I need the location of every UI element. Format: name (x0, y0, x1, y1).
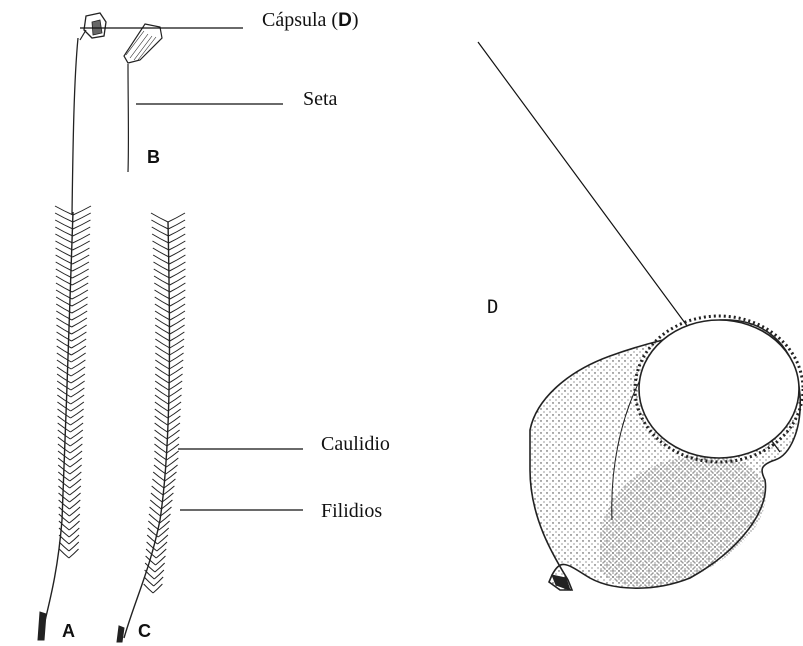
leaf-stroke (155, 367, 169, 376)
leaf-stroke (170, 283, 186, 292)
leaf-stroke (155, 416, 168, 425)
leaf-stroke (154, 451, 166, 460)
leaf-stroke (155, 409, 168, 418)
leaf-stroke (58, 437, 70, 446)
leaf-stroke (144, 577, 153, 586)
plant-a (38, 13, 106, 640)
leaf-stroke (55, 206, 73, 215)
leaf-stroke (151, 213, 168, 222)
plant-c-leaves (144, 213, 186, 593)
leaf-stroke (56, 276, 72, 285)
leaf-stroke (57, 402, 70, 411)
leaf-stroke (56, 283, 72, 292)
leaf-stroke (155, 395, 168, 404)
leaf-stroke (155, 346, 169, 355)
leaf-stroke (57, 353, 71, 362)
leaf-stroke (58, 423, 71, 432)
leaf-stroke (55, 213, 73, 222)
label-capsula-letter: D (338, 10, 352, 31)
leaf-stroke (57, 395, 70, 404)
leaf-stroke (170, 297, 185, 306)
leaf-stroke (155, 430, 168, 439)
leaf-stroke (57, 388, 71, 397)
leaf-stroke (170, 276, 186, 285)
label-caulidio: Caulidio (321, 434, 390, 454)
leaf-stroke (154, 458, 166, 467)
leaf-stroke (155, 388, 168, 397)
leaf-stroke (170, 269, 186, 278)
letter-d: D (487, 298, 498, 317)
leaf-stroke (149, 514, 160, 523)
leaf-stroke (170, 304, 185, 313)
leaf-stroke (170, 290, 185, 299)
leaf-stroke (154, 465, 166, 474)
leaf-stroke (169, 255, 185, 264)
leaf-stroke (168, 220, 185, 229)
letter-b: B (147, 148, 160, 166)
leaf-stroke (155, 402, 168, 411)
leaf-stroke (155, 381, 169, 390)
leaf-stroke (169, 262, 185, 271)
leaf-stroke (57, 346, 72, 355)
plant-c (117, 213, 185, 642)
leaf-stroke (155, 332, 170, 341)
leaf-stroke (57, 367, 71, 376)
leaf-stroke (58, 409, 71, 418)
leaf-stroke (168, 213, 185, 222)
leaf-stroke (169, 248, 185, 257)
leaf-stroke (55, 220, 73, 229)
leaf-stroke (153, 472, 165, 481)
leaf-stroke (152, 479, 164, 488)
leaf-stroke (144, 584, 153, 593)
leaf-stroke (155, 374, 169, 383)
leaf-stroke (168, 227, 185, 236)
leaf-stroke (57, 360, 71, 369)
leaf-stroke (155, 423, 168, 432)
leaf-stroke (56, 269, 72, 278)
leaf-stroke (57, 381, 71, 390)
leaf-stroke (155, 318, 170, 327)
leaf-stroke (155, 353, 169, 362)
leaf-stroke (155, 339, 169, 348)
capsule-detail (530, 316, 803, 590)
leaf-stroke (55, 241, 72, 250)
leaf-stroke (55, 234, 72, 243)
leaf-stroke (151, 493, 162, 502)
label-capsula-close: ) (352, 9, 359, 31)
leaf-stroke (169, 241, 185, 250)
leaf-stroke (154, 444, 166, 453)
label-capsula-text: Cápsula ( (262, 9, 338, 31)
leaf-stroke (155, 360, 169, 369)
label-filidios: Filidios (321, 501, 382, 521)
letter-a: A (62, 622, 75, 640)
leaf-stroke (56, 262, 73, 271)
leaf-stroke (57, 374, 71, 383)
leaf-stroke (150, 500, 161, 509)
leaf-stroke (148, 521, 159, 530)
leaf-stroke (73, 206, 91, 215)
leaf-stroke (169, 234, 186, 243)
leaf-stroke (152, 486, 163, 495)
leaf-stroke (155, 437, 167, 446)
label-seta: Seta (303, 89, 337, 109)
leaf-stroke (155, 325, 170, 334)
leaf-stroke (58, 430, 71, 439)
leaf-stroke (55, 227, 72, 236)
leaf-stroke (58, 416, 71, 425)
leaf-stroke (56, 248, 73, 257)
letter-c: C (138, 622, 151, 640)
leaf-stroke (56, 255, 73, 264)
leaf-stroke (150, 507, 161, 516)
plant-a-leaves (55, 206, 91, 558)
label-capsula: Cápsula (D) (262, 10, 359, 30)
